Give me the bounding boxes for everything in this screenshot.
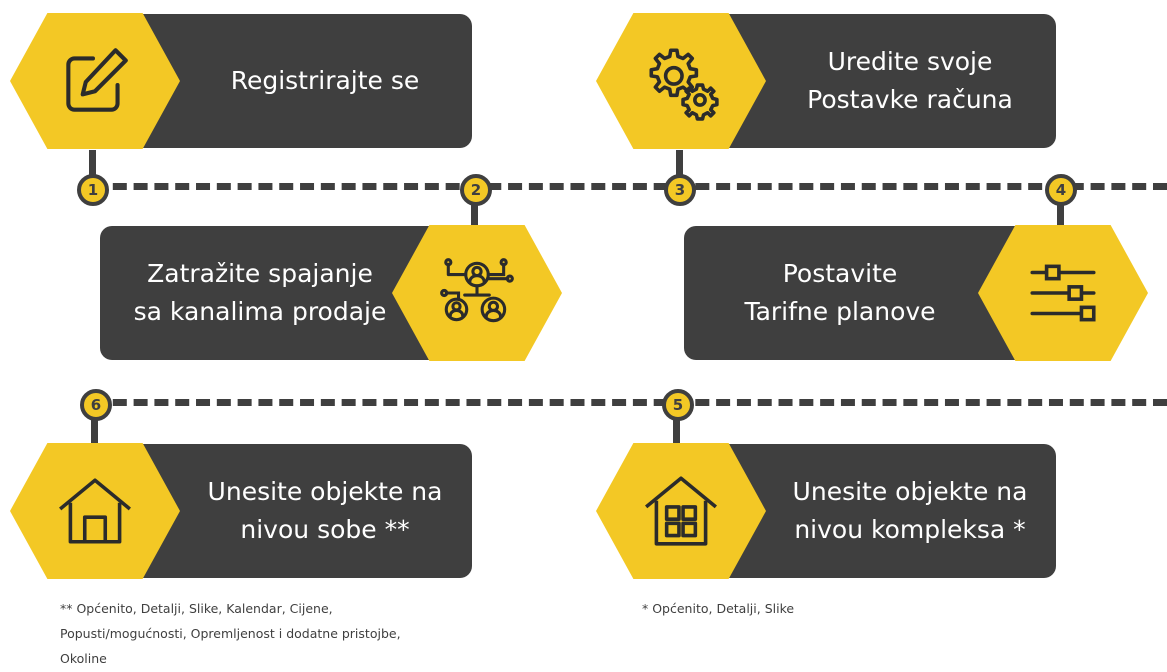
network-people-icon: [440, 258, 514, 323]
connector-1: [89, 150, 96, 185]
step-3-number: 3: [664, 174, 696, 206]
connector-3: [676, 150, 683, 185]
timeline-bottom: [92, 399, 1167, 406]
gears-icon: [649, 48, 719, 121]
step-5-number: 5: [662, 389, 694, 421]
step-1-hex: [10, 13, 180, 149]
step-3-text: Uredite svoje Postavke računa: [807, 47, 1013, 114]
house-icon: [59, 478, 131, 544]
step-2-number: 2: [460, 174, 492, 206]
step-2-text: Zatražite spajanje sa kanalima prodaje: [133, 259, 387, 326]
footnote-single: * Općenito, Detalji, Slike: [642, 601, 795, 616]
step-3-hex: [596, 13, 766, 149]
sliders-icon: [1030, 264, 1096, 322]
step-5-text: Unesite objekte na nivou kompleksa *: [792, 477, 1028, 544]
step-2-hex: [392, 225, 562, 361]
step-4-hex: [978, 225, 1148, 361]
step-6-text: Unesite objekte na nivou sobe **: [207, 477, 443, 544]
building-icon: [645, 476, 717, 546]
step-6-number: 6: [80, 389, 112, 421]
connector-6: [91, 403, 98, 447]
connector-2: [471, 187, 478, 229]
step-4-text: Postavite Tarifne planove: [744, 259, 936, 326]
step-6-hex: [10, 443, 180, 579]
connector-4: [1057, 187, 1064, 229]
step-1-text: Registrirajte se: [230, 66, 420, 95]
timeline-top: [92, 183, 1167, 190]
edit-icon: [66, 48, 128, 112]
step-5-hex: [596, 443, 766, 579]
connector-5: [673, 403, 680, 447]
step-4-number: 4: [1045, 174, 1077, 206]
footnote-double: ** Općenito, Detalji, Slike, Kalendar, C…: [60, 601, 401, 666]
step-1-number: 1: [77, 174, 109, 206]
